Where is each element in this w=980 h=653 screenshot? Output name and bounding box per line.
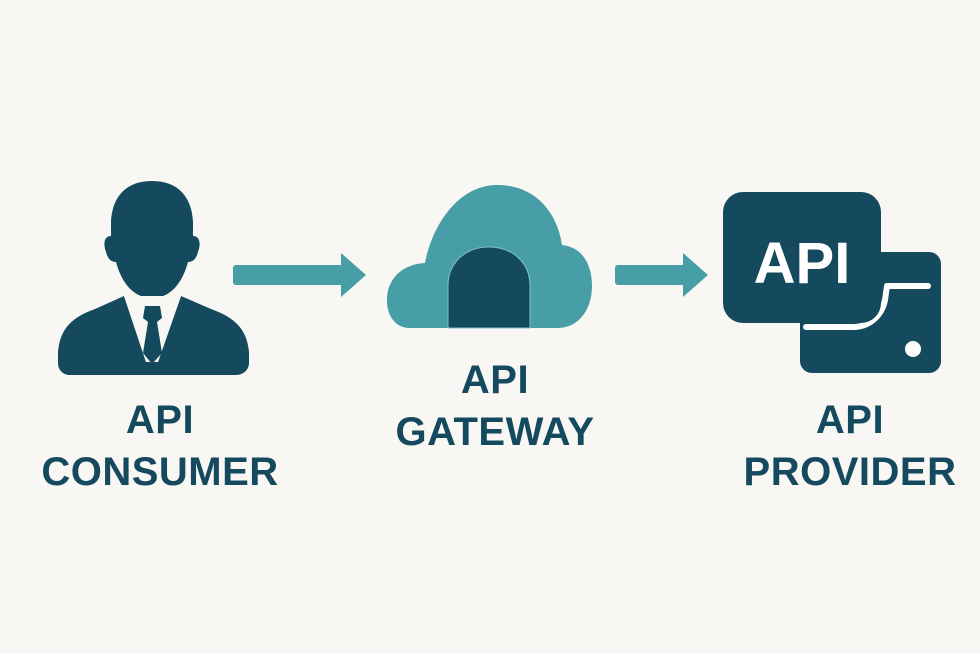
gateway-label-line2: GATEWAY <box>395 410 595 454</box>
gateway-label: API GATEWAY <box>365 354 625 458</box>
gateway-label-line1: API <box>460 358 530 402</box>
gateway-arch <box>447 246 531 329</box>
consumer-label-line1: API <box>125 398 195 442</box>
api-badge-box <box>723 192 881 323</box>
consumer-label: API CONSUMER <box>20 394 300 498</box>
api-server-icon: API <box>723 192 941 373</box>
provider-label-line2: PROVIDER <box>743 450 957 494</box>
arrow-right-icon <box>233 253 366 297</box>
provider-label: API PROVIDER <box>715 394 980 498</box>
arrow-right-icon <box>615 253 708 297</box>
person-head <box>104 181 200 298</box>
server-status-dot <box>905 341 921 357</box>
consumer-label-line2: CONSUMER <box>41 450 279 494</box>
cloud-gateway-icon <box>386 185 592 329</box>
person-icon <box>58 181 249 375</box>
provider-label-line1: API <box>815 398 885 442</box>
person-body <box>58 296 249 375</box>
api-badge-text: API <box>754 231 851 296</box>
person-tie <box>143 306 162 364</box>
